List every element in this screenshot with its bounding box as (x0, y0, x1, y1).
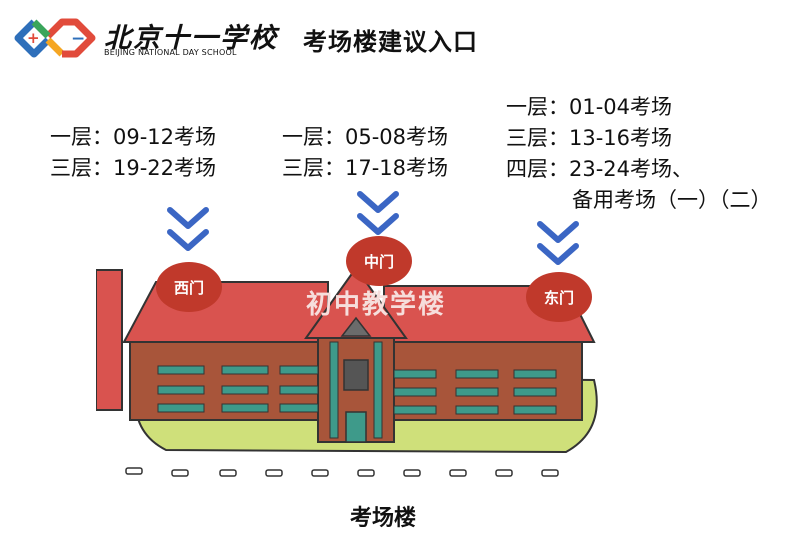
page-title: 考场楼建议入口 (303, 28, 478, 56)
middle-floor-3: 三层：17-18考场 (282, 156, 449, 180)
east-spare-rooms: 备用考场（一）（二） (572, 188, 772, 212)
east-floor-4: 四层：23-24考场、 (506, 157, 694, 181)
building-caption: 考场楼 (350, 506, 417, 531)
west-floor-1: 一层：09-12考场 (50, 125, 217, 149)
middle-gate-floors: 一层：05-08考场 三层：17-18考场 (282, 122, 448, 184)
west-floor-3: 三层：19-22考场 (50, 156, 217, 180)
middle-arrow-icon (357, 191, 399, 235)
west-arrow-icon (167, 207, 209, 251)
school-name-en: BEIJING NATIONAL DAY SCHOOL (104, 48, 237, 57)
middle-gate-badge: 中门 (346, 236, 412, 286)
building-illustration (96, 266, 598, 477)
east-floor-3: 三层：13-16考场 (506, 126, 673, 150)
east-arrow-icon (537, 221, 579, 265)
middle-floor-1: 一层：05-08考场 (282, 125, 449, 149)
east-gate-floors: 一层：01-04考场 三层：13-16考场 四层：23-24考场、 备用考场（一… (506, 92, 772, 216)
building-label: 初中教学楼 (306, 290, 447, 320)
east-gate-badge: 东门 (526, 272, 592, 322)
west-gate-badge: 西门 (156, 262, 222, 312)
west-gate-floors: 一层：09-12考场 三层：19-22考场 (50, 122, 216, 184)
svg-text:+: + (27, 29, 40, 47)
svg-text:−: − (71, 29, 85, 49)
school-name-cn: 北京十一学校 (104, 23, 278, 54)
east-floor-1: 一层：01-04考场 (506, 95, 673, 119)
school-logo: + − (14, 18, 96, 58)
